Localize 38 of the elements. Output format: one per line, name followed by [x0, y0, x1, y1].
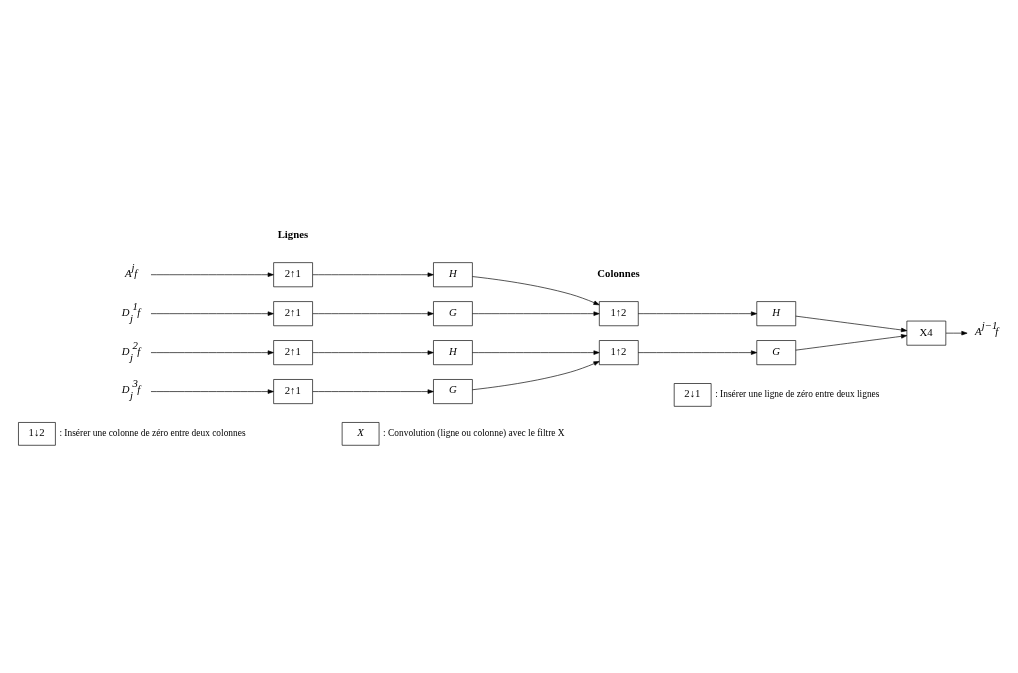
label: Lignes — [277, 227, 309, 240]
node-box: 2↑1 — [273, 301, 313, 327]
arrow — [795, 334, 908, 351]
node-box: 1↑2 — [599, 301, 639, 327]
arrow — [312, 311, 434, 316]
node-box: G — [756, 340, 797, 366]
arrow — [472, 361, 600, 391]
node-box: 2↑1 — [273, 262, 313, 288]
arrow — [472, 276, 600, 306]
arrow — [150, 350, 274, 355]
node-box: G — [433, 301, 473, 327]
node-box: 2↑1 — [273, 340, 313, 366]
node-box: H — [433, 262, 473, 288]
node-box: H — [756, 301, 797, 327]
node-box: X4 — [906, 320, 947, 346]
arrow — [472, 350, 600, 355]
arrow — [312, 389, 434, 394]
arrow — [150, 389, 274, 394]
node-box: 1↑2 — [599, 340, 639, 366]
node-label: : Convolution (ligne ou colonne) avec le filtre X — [383, 428, 565, 439]
node-box: H — [433, 340, 473, 366]
node-box: 2↓1 — [673, 383, 712, 407]
arrow — [637, 311, 758, 316]
node-box: 1↓2 — [18, 422, 56, 446]
arrow — [150, 272, 274, 277]
arrow — [472, 311, 600, 316]
node-label: : Insérer une ligne de zéro entre deux lignes — [715, 389, 880, 400]
arrow — [312, 272, 434, 277]
label: Colonnes — [597, 266, 640, 279]
arrow — [150, 311, 274, 316]
arrow — [637, 350, 758, 355]
node-box: 2↑1 — [273, 379, 313, 404]
node-box: X — [341, 422, 380, 446]
arrow — [795, 315, 908, 333]
arrow — [312, 350, 434, 355]
arrow — [945, 330, 968, 336]
node-label: : Insérer une colonne de zéro entre deux colonnes — [59, 428, 246, 439]
node-box: G — [433, 379, 473, 404]
